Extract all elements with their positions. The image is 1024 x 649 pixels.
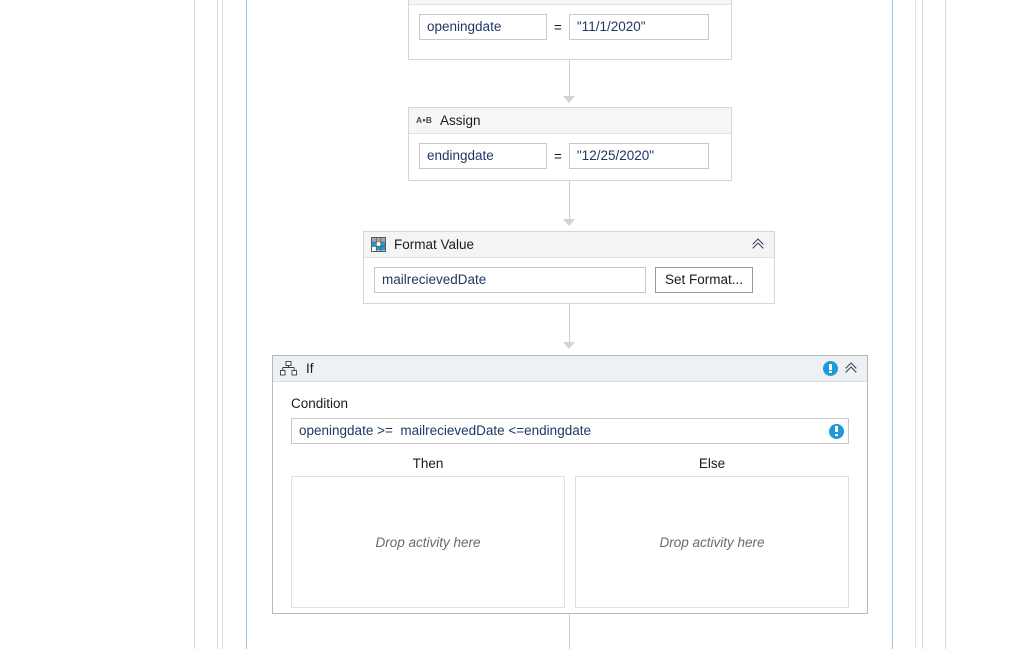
condition-input[interactable]: openingdate >= mailrecievedDate <=ending… xyxy=(299,423,591,438)
branch-else-dropzone[interactable]: Drop activity here xyxy=(575,476,849,608)
branch-then-label: Then xyxy=(412,456,444,471)
if-title: If xyxy=(306,361,314,376)
activity-assign-endingdate[interactable]: A•B Assign endingdate = "12/25/2020" xyxy=(408,107,732,181)
assign-1-value-field[interactable]: "11/1/2020" xyxy=(568,14,709,40)
pane-rail-inner-left xyxy=(222,0,223,649)
if-body: Condition openingdate >= mailrecievedDat… xyxy=(273,382,867,620)
pane-rail-inner-right xyxy=(915,0,916,649)
assign-icon: A•B xyxy=(416,115,433,125)
condition-label: Condition xyxy=(291,396,349,411)
connector-assign1-to-assign2 xyxy=(569,60,570,98)
branch-then: Then Drop activity here xyxy=(291,456,565,608)
info-badge-icon[interactable] xyxy=(829,423,844,439)
format-value-field[interactable]: mailrecievedDate xyxy=(374,267,646,293)
if-header: If xyxy=(273,356,867,382)
assign-1-header: A•B Assign xyxy=(409,0,731,5)
pane-rail-outer-left xyxy=(194,0,195,649)
if-branch-icon xyxy=(280,361,297,376)
pane-rail-outer-right xyxy=(945,0,946,649)
set-format-button[interactable]: Set Format... xyxy=(655,267,754,293)
branch-else-label: Else xyxy=(698,456,726,471)
info-badge-icon[interactable] xyxy=(823,361,838,376)
branch-else: Else Drop activity here xyxy=(575,456,849,608)
assign-2-value-field[interactable]: "12/25/2020" xyxy=(568,143,709,169)
connector-if-to-next xyxy=(569,614,570,649)
connector-assign2-to-format xyxy=(569,181,570,221)
condition-warning-wrap xyxy=(825,419,848,443)
branch-then-dropzone[interactable]: Drop activity here xyxy=(291,476,565,608)
assign-2-header: A•B Assign xyxy=(409,108,731,134)
assign-2-to-field[interactable]: endingdate xyxy=(419,143,547,169)
connector-arrow-1 xyxy=(563,96,575,103)
assign-1-operator: = xyxy=(554,19,562,35)
if-branches: Then Drop activity here Else Drop activi… xyxy=(291,456,849,608)
workflow-canvas[interactable]: A•B Assign openingdate = "11/1/2020" A•B… xyxy=(247,0,892,649)
assign-1-body: openingdate = "11/1/2020" xyxy=(409,5,731,50)
assign-2-title: Assign xyxy=(440,113,481,128)
pane-rail-mid-left xyxy=(217,0,218,649)
chevron-up-icon[interactable] xyxy=(752,237,768,253)
format-value-title: Format Value xyxy=(394,237,475,252)
pane-rail-active-right xyxy=(892,0,893,649)
activity-format-value[interactable]: Format Value mailrecievedDate Set Format… xyxy=(363,231,775,304)
grid-table-icon xyxy=(371,237,386,252)
format-value-header: Format Value xyxy=(364,232,774,258)
assign-2-operator: = xyxy=(554,148,562,164)
chevron-up-icon[interactable] xyxy=(845,361,861,377)
condition-input-row[interactable]: openingdate >= mailrecievedDate <=ending… xyxy=(291,418,849,444)
pane-rail-active-left xyxy=(246,0,247,649)
connector-arrow-3 xyxy=(563,342,575,349)
pane-rail-mid-right xyxy=(922,0,923,649)
connector-arrow-2 xyxy=(563,219,575,226)
activity-assign-openingdate[interactable]: A•B Assign openingdate = "11/1/2020" xyxy=(408,0,732,60)
format-value-body: mailrecievedDate Set Format... xyxy=(364,258,774,303)
assign-1-to-field[interactable]: openingdate xyxy=(419,14,547,40)
connector-format-to-if xyxy=(569,304,570,346)
activity-if[interactable]: If Condition openingdate >= mailrecieved… xyxy=(272,355,868,614)
assign-2-body: endingdate = "12/25/2020" xyxy=(409,134,731,179)
